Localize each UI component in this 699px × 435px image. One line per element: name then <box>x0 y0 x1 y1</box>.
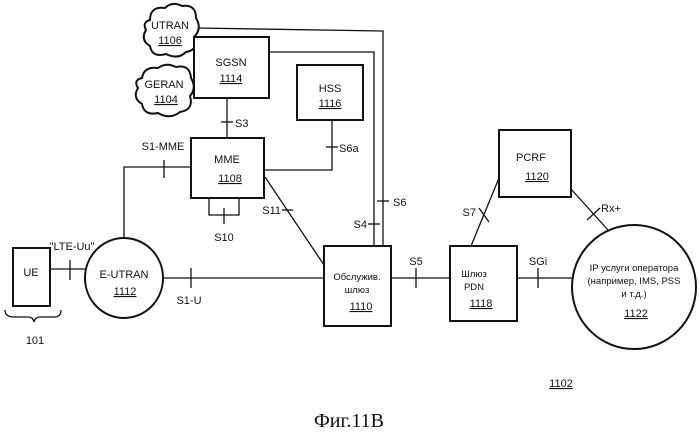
geran-cloud: GERAN 1104 <box>136 65 194 117</box>
pgw-label-2: PDN <box>464 282 484 293</box>
sgsn-node: SGSN 1114 <box>194 37 269 98</box>
mme-node: MME 1108 <box>191 138 264 198</box>
geran-label: GERAN <box>144 79 183 91</box>
ue-node: UE 101 <box>13 248 50 347</box>
serving-gateway-node: Обслужив. шлюз 1110 <box>324 246 391 326</box>
sgsn-label: SGSN <box>215 57 246 69</box>
hss-node: HSS 1116 <box>297 65 363 120</box>
s5-label: S5 <box>409 256 422 268</box>
eutran-label: E-UTRAN <box>100 269 149 281</box>
s6a-label: S6a <box>339 143 359 155</box>
eutran-node: E-UTRAN 1112 <box>85 238 163 318</box>
sgw-label-2: шлюз <box>345 285 370 296</box>
sgsn-ref: 1114 <box>220 73 243 85</box>
s1mme-line <box>124 167 191 238</box>
mme-label: MME <box>214 154 240 166</box>
s1u-label: S1-U <box>176 295 201 307</box>
ip-ref: 1122 <box>624 308 648 320</box>
pgw-ref: 1118 <box>470 298 493 310</box>
s10-label: S10 <box>214 232 234 244</box>
eutran-ref: 1112 <box>114 286 137 298</box>
s3-label: S3 <box>235 118 248 130</box>
utran-ref: 1106 <box>158 35 182 47</box>
ip-label-1: IP услуги оператора <box>590 263 679 274</box>
ip-label-2: (например, IMS, PSS <box>588 276 681 287</box>
pcrf-label: PCRF <box>516 152 546 164</box>
sgi-label: SGi <box>529 256 547 268</box>
pgw-label-1: Шлюз <box>461 269 487 280</box>
system-ref: 1102 <box>549 378 573 390</box>
pcrf-ref: 1120 <box>525 171 549 183</box>
hss-ref: 1116 <box>319 98 342 110</box>
s6-label: S6 <box>393 197 406 209</box>
ue-label: UE <box>23 267 38 279</box>
utran-label: UTRAN <box>151 20 189 32</box>
geran-ref: 1104 <box>154 94 178 106</box>
s11-label: S11 <box>262 205 281 217</box>
ip-label-3: и т.д.) <box>621 289 646 300</box>
figure-caption: Фиг.11B <box>314 410 384 432</box>
ue-brace <box>5 310 61 322</box>
pdn-gateway-node: Шлюз PDN 1118 <box>450 246 517 321</box>
s7-label: S7 <box>463 207 476 219</box>
sgw-label-1: Обслужив. <box>333 272 380 283</box>
s6a-line <box>264 120 332 170</box>
rx-label: Rx+ <box>601 203 621 215</box>
hss-label: HSS <box>319 83 342 95</box>
pcrf-node: PCRF 1120 <box>499 130 571 197</box>
sgw-ref: 1110 <box>350 301 373 313</box>
s11-line <box>265 177 324 265</box>
lteuu-label: "LTE-Uu" <box>50 241 95 253</box>
s4-label: S4 <box>354 219 367 231</box>
s7-tick <box>479 208 489 222</box>
utran-cloud: UTRAN 1106 <box>144 4 199 57</box>
mme-ref: 1108 <box>218 173 242 185</box>
ip-services-node: IP услуги оператора (например, IMS, PSS … <box>572 225 696 349</box>
ue-ref: 101 <box>26 335 44 347</box>
s1mme-label: S1-MME <box>142 141 185 153</box>
